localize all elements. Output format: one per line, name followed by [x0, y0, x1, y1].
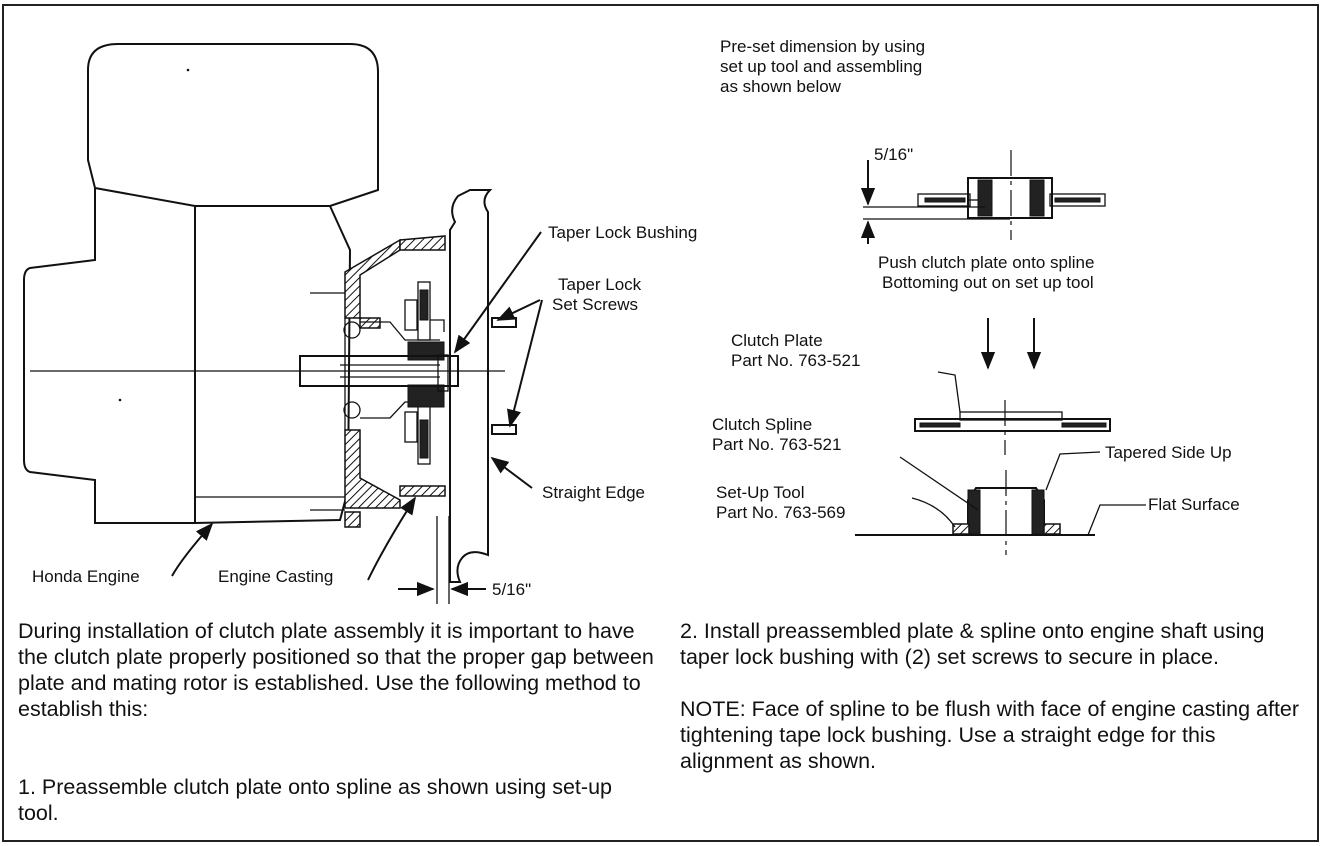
honda-engine-drawing [23, 43, 379, 524]
clutch-plate-label-line2: Part No. 763-521 [731, 351, 860, 370]
push-label-line1: Push clutch plate onto spline [878, 253, 1094, 272]
set-screws-label-line2: Set Screws [552, 295, 638, 314]
setup-tool-drawing [855, 470, 1095, 555]
page-frame [2, 4, 1319, 842]
step-2-text: 2. Install preassembled plate & spline o… [680, 619, 1265, 669]
clutch-plate-label-line1: Clutch Plate [731, 331, 823, 350]
straight-edge-label: Straight Edge [542, 483, 645, 502]
preassembled-plate-drawing [917, 150, 1106, 240]
clutch-spline-label-line1: Clutch Spline [712, 415, 812, 434]
clutch-spline-label-line2: Part No. 763-521 [712, 435, 841, 454]
note-text: NOTE: Face of spline to be flush with fa… [680, 697, 1300, 773]
straight-edge-drawing [436, 189, 493, 604]
tapered-side-label: Tapered Side Up [1105, 443, 1232, 462]
clutch-plate-drawing [914, 400, 1111, 455]
preset-label-line2: set up tool and assembling [720, 57, 922, 76]
flat-surface-label: Flat Surface [1148, 495, 1240, 514]
push-label-line2: Bottoming out on set up tool [882, 273, 1094, 292]
taper-lock-bushing-label: Taper Lock Bushing [548, 223, 697, 242]
bottom-dimension-label: 5/16" [492, 580, 531, 599]
setup-tool-label-line2: Part No. 763-569 [716, 503, 845, 522]
preset-label-line1: Pre-set dimension by using [720, 37, 925, 56]
engine-casting-drawing [344, 235, 446, 528]
clutch-internals-drawing [30, 281, 517, 465]
set-screws-label-line1: Taper Lock [558, 275, 642, 294]
engine-casting-label: Engine Casting [218, 567, 333, 586]
intro-paragraph: During installation of clutch plate asse… [18, 619, 654, 721]
honda-engine-label: Honda Engine [32, 567, 140, 586]
top-dimension-label: 5/16" [874, 145, 913, 164]
step-1-text: 1. Preassemble clutch plate onto spline … [18, 775, 612, 825]
setup-tool-label-line1: Set-Up Tool [716, 483, 805, 502]
preset-label-line3: as shown below [720, 77, 842, 96]
